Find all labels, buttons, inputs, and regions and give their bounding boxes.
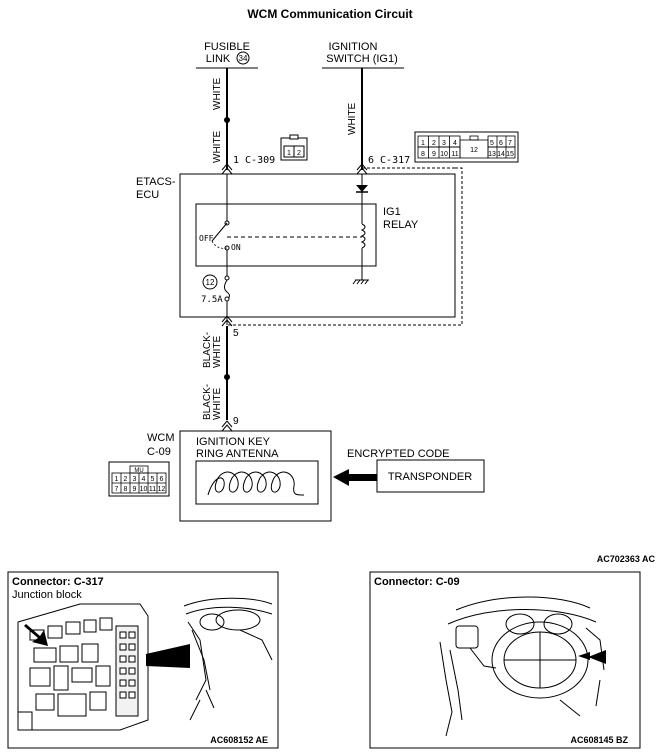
svg-text:11: 11 [149, 486, 156, 493]
dashboard-illustration-left [183, 597, 273, 721]
diode-symbol [356, 185, 368, 192]
svg-text:6: 6 [499, 140, 503, 147]
fuse-symbol [224, 279, 230, 300]
svg-text:14: 14 [497, 151, 505, 158]
connector-chevron-c309-inner [221, 167, 233, 175]
svg-text:1: 1 [421, 140, 425, 147]
fusible-link-number-badge [236, 51, 250, 65]
pin-label-9: 9 [233, 416, 239, 427]
wire-color-white-lower: WHITE [212, 130, 223, 163]
svg-text:7: 7 [508, 140, 512, 147]
signal-arrow-icon [333, 469, 377, 486]
svg-text:15: 15 [506, 151, 514, 158]
svg-text:10: 10 [140, 486, 148, 493]
wire-color-bw-upper-1: BLACK- [202, 332, 213, 368]
panel-left-id: AC608152 AE [210, 735, 268, 745]
fusible-link-label-2: LINK [206, 53, 231, 65]
c309-pin-1: 1 [287, 150, 291, 157]
svg-text:3: 3 [442, 140, 446, 147]
encrypted-code-label: ENCRYPTED CODE [347, 448, 449, 460]
fuse-rating: 7.5A [201, 295, 223, 305]
connector-chevron-pin5 [221, 319, 233, 327]
connector-chevron-c317 [356, 163, 368, 171]
wire-color-bw-lower-2: WHITE [212, 387, 223, 420]
dashboard-illustration-right [439, 596, 605, 737]
svg-text:3: 3 [133, 476, 137, 483]
etacs-label-1: ETACS- [136, 176, 176, 188]
wire-color-white-top: WHITE [212, 77, 223, 110]
svg-text:9: 9 [432, 151, 436, 158]
svg-text:11: 11 [451, 151, 458, 158]
ground-icon [352, 279, 369, 285]
etacs-dashed-outline [227, 167, 463, 326]
c309-pin-2: 2 [297, 150, 301, 157]
fuse-number-badge [202, 274, 218, 290]
wire-color-bw-lower-1: BLACK- [202, 384, 213, 420]
etacs-label-2: ECU [136, 189, 159, 201]
relay-label-2: RELAY [383, 219, 419, 231]
c317-middle-pin: 12 [470, 147, 478, 154]
svg-text:12: 12 [158, 486, 166, 493]
diagram-id: AC702363 AC [597, 554, 656, 564]
wcm-box [179, 430, 332, 522]
svg-text:4: 4 [453, 140, 457, 147]
pointer-arrow-right-icon [588, 650, 606, 664]
splice-point-top [224, 117, 230, 123]
svg-text:10: 10 [440, 151, 448, 158]
wire-color-white-ig: WHITE [347, 102, 358, 135]
pin-label-c317: 6 C-317 [368, 155, 410, 166]
antenna-label-1: IGNITION KEY [196, 436, 271, 448]
relay-box [195, 203, 377, 267]
panel-right-id: AC608145 BZ [570, 735, 628, 745]
svg-text:2: 2 [124, 476, 128, 483]
fusible-link-label-1: FUSIBLE [204, 41, 250, 53]
relay-coil [360, 223, 366, 249]
fusible-link-number: 34 [239, 54, 248, 63]
connector-chevron-c309 [221, 163, 233, 171]
ignition-switch-label-1: IGNITION [329, 41, 378, 53]
fuse-number: 12 [206, 278, 215, 287]
svg-text:4: 4 [142, 476, 146, 483]
pointer-arrow-icon [24, 624, 48, 646]
relay-switch-contact [211, 222, 228, 242]
zoom-callout-icon [146, 644, 190, 668]
junction-block-illustration [17, 603, 149, 731]
panel-left-subtitle: Junction block [12, 589, 82, 601]
wcm-label-2: C-09 [147, 446, 171, 458]
svg-text:1: 1 [115, 476, 119, 483]
svg-text:5: 5 [151, 476, 155, 483]
pin-label-5: 5 [233, 328, 239, 339]
panel-left-title: Connector: C-317 [12, 576, 104, 588]
connector-chevron-pin9 [221, 424, 233, 432]
svg-text:7: 7 [115, 486, 119, 493]
ignition-switch-label-2: SWITCH (IG1) [326, 53, 398, 65]
svg-text:8: 8 [124, 486, 128, 493]
relay-label-1: IG1 [383, 206, 401, 218]
antenna-label-2: RING ANTENNA [196, 448, 279, 460]
transponder-label: TRANSPONDER [388, 471, 472, 483]
pin-label-c309: 1 C-309 [233, 155, 275, 166]
wcm-label-1: WCM [147, 432, 175, 444]
svg-text:6: 6 [160, 476, 164, 483]
antenna-coil-icon [207, 471, 305, 496]
c09-tag: MU [134, 468, 143, 474]
svg-text:9: 9 [133, 486, 137, 493]
svg-text:2: 2 [432, 140, 436, 147]
transponder-box [376, 459, 485, 493]
splice-point-bottom [224, 374, 230, 380]
svg-text:8: 8 [421, 151, 425, 158]
etacs-ecu-box [179, 173, 456, 318]
relay-on-label: ON [231, 243, 241, 252]
wire-color-bw-upper-2: WHITE [212, 335, 223, 368]
panel-right-title: Connector: C-09 [374, 576, 460, 588]
diagram-title: WCM Communication Circuit [247, 7, 412, 21]
relay-off-label: OFF [199, 234, 214, 243]
svg-text:13: 13 [488, 151, 496, 158]
svg-text:5: 5 [490, 140, 494, 147]
antenna-box [195, 460, 319, 505]
